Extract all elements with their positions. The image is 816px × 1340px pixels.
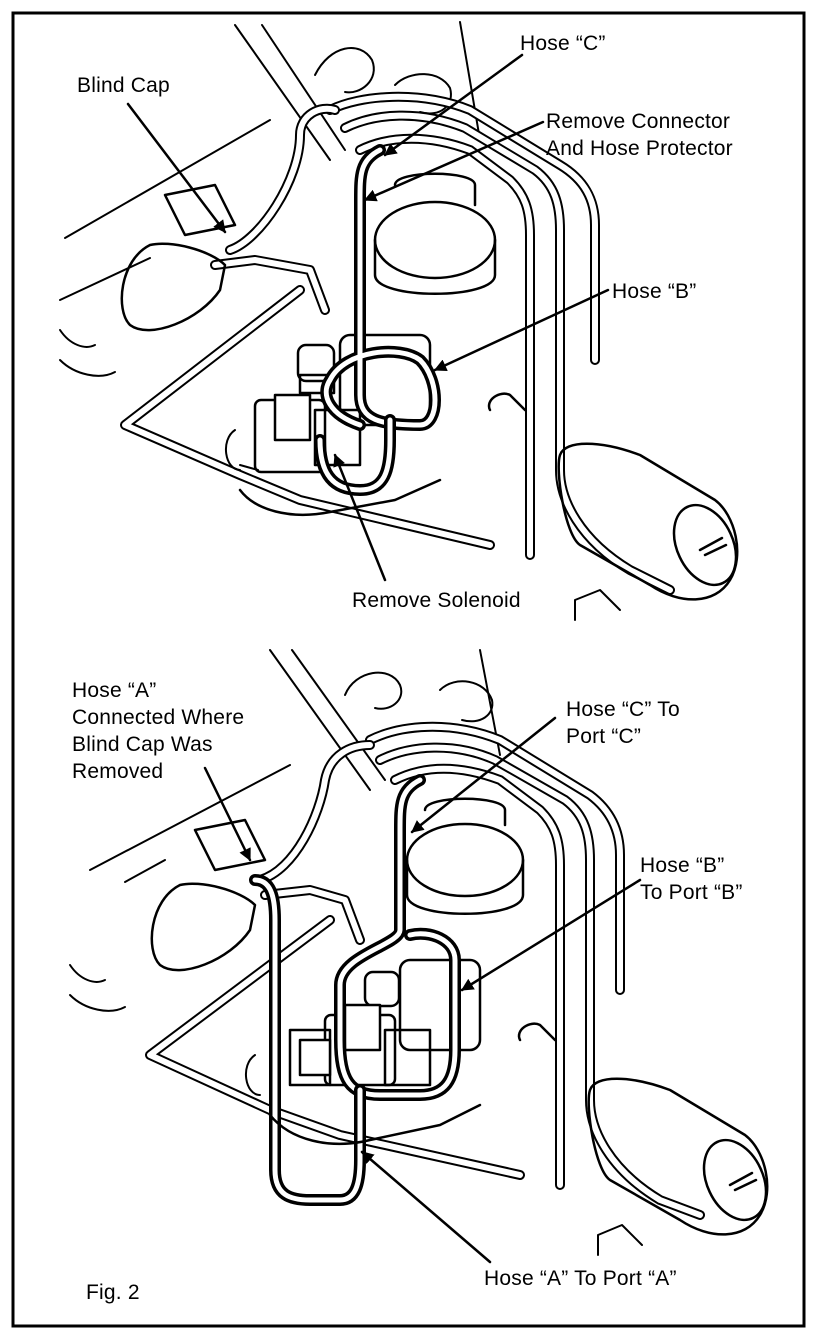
- figure-caption: Fig. 2: [86, 1281, 140, 1304]
- label-hose-a-to-port: Hose “A” To Port “A”: [484, 1267, 677, 1290]
- label-hose-b: Hose “B”: [612, 280, 697, 303]
- bottom-engine-view: [69, 649, 769, 1264]
- top-engine-view: [59, 21, 739, 621]
- label-hose-a-line4: Removed: [72, 760, 164, 783]
- label-hose-a-line2: Connected Where: [72, 706, 245, 729]
- label-remove-connector-line1: Remove Connector: [546, 110, 731, 133]
- label-hose-c-to-port-line1: Hose “C” To: [566, 698, 680, 721]
- figure-border: [11, 11, 806, 1328]
- label-hose-b-to-port-line1: Hose “B”: [640, 854, 725, 877]
- label-hose-a-line1: Hose “A”: [72, 679, 157, 702]
- label-remove-solenoid: Remove Solenoid: [352, 589, 521, 612]
- label-hose-c-to-port-line2: Port “C”: [566, 725, 642, 748]
- label-remove-connector-line2: And Hose Protector: [546, 137, 733, 160]
- label-hose-b-to-port-line2: To Port “B”: [640, 881, 743, 904]
- label-hose-c: Hose “C”: [520, 32, 606, 55]
- label-blind-cap: Blind Cap: [77, 74, 170, 97]
- label-hose-a-line3: Blind Cap Was: [72, 733, 213, 756]
